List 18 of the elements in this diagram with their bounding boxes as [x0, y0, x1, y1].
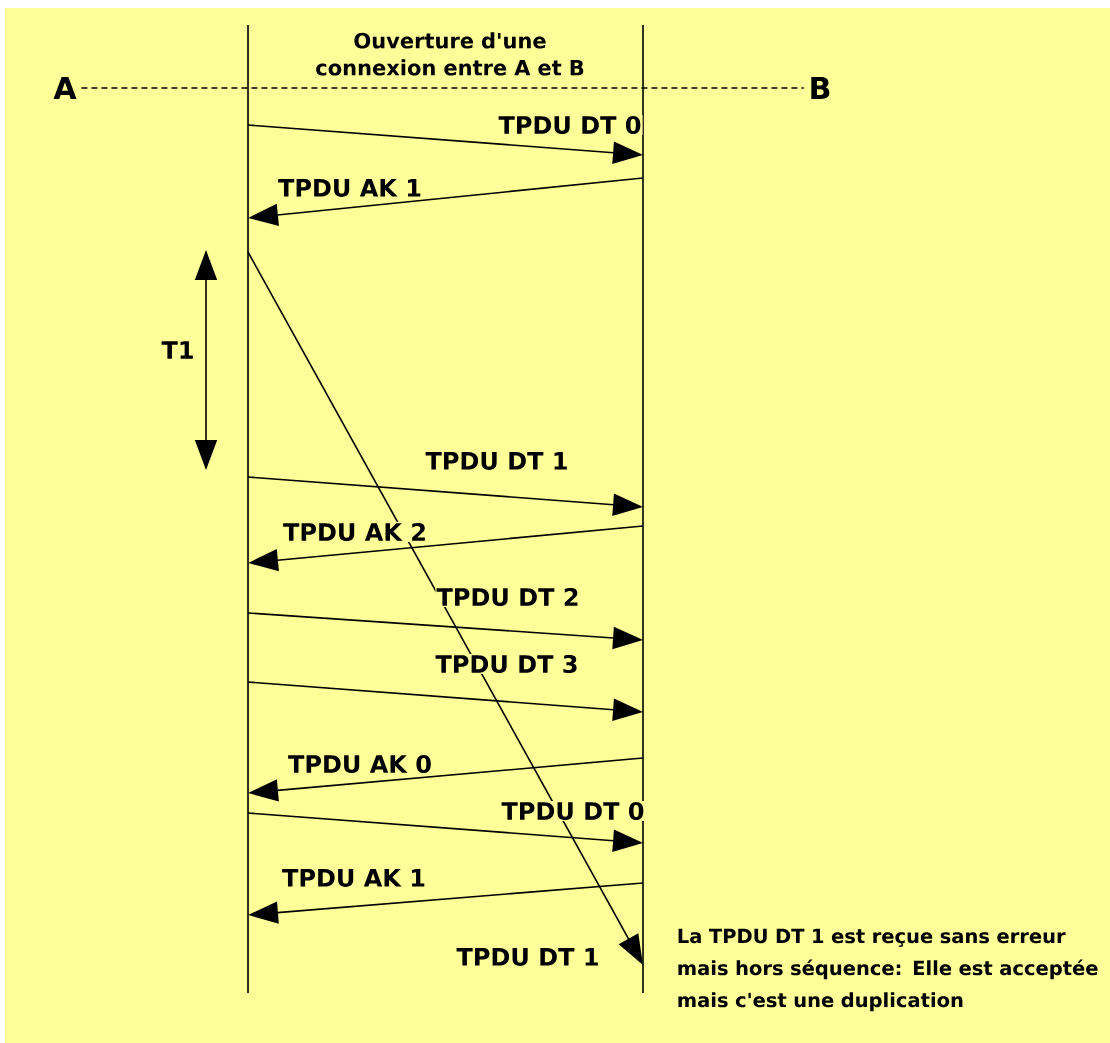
participant-label: B — [811, 77, 830, 99]
interval-label: T1 — [161, 341, 193, 359]
edge-label: TPDU DT 1 — [424, 451, 570, 471]
edge-label: TPDU DT 1 — [455, 947, 601, 967]
participant-label: A — [53, 77, 77, 99]
edge-label: TPDU DT 0 — [500, 800, 646, 822]
dashed-line — [80, 87, 805, 89]
edge-label: TPDU AK 2 — [282, 521, 428, 543]
edge-label: TPDU AK 1 — [281, 868, 427, 888]
title: Ouverture d'une connexion entre A et B — [316, 32, 584, 76]
edge-label: TPDU DT 3 — [434, 653, 580, 675]
edge-label: TPDU DT 2 — [435, 586, 581, 608]
edge-label: TPDU AK 0 — [287, 753, 433, 775]
edge-label: TPDU AK 1 — [277, 178, 423, 198]
note: La TPDU DT 1 est reçue sans erreur mais hors séquence: Elle est acceptée mais c'est une duplication — [678, 928, 1098, 1012]
edge-label: TPDU DT 0 — [497, 114, 643, 136]
lifeline — [642, 24, 644, 994]
lifeline — [247, 24, 249, 994]
